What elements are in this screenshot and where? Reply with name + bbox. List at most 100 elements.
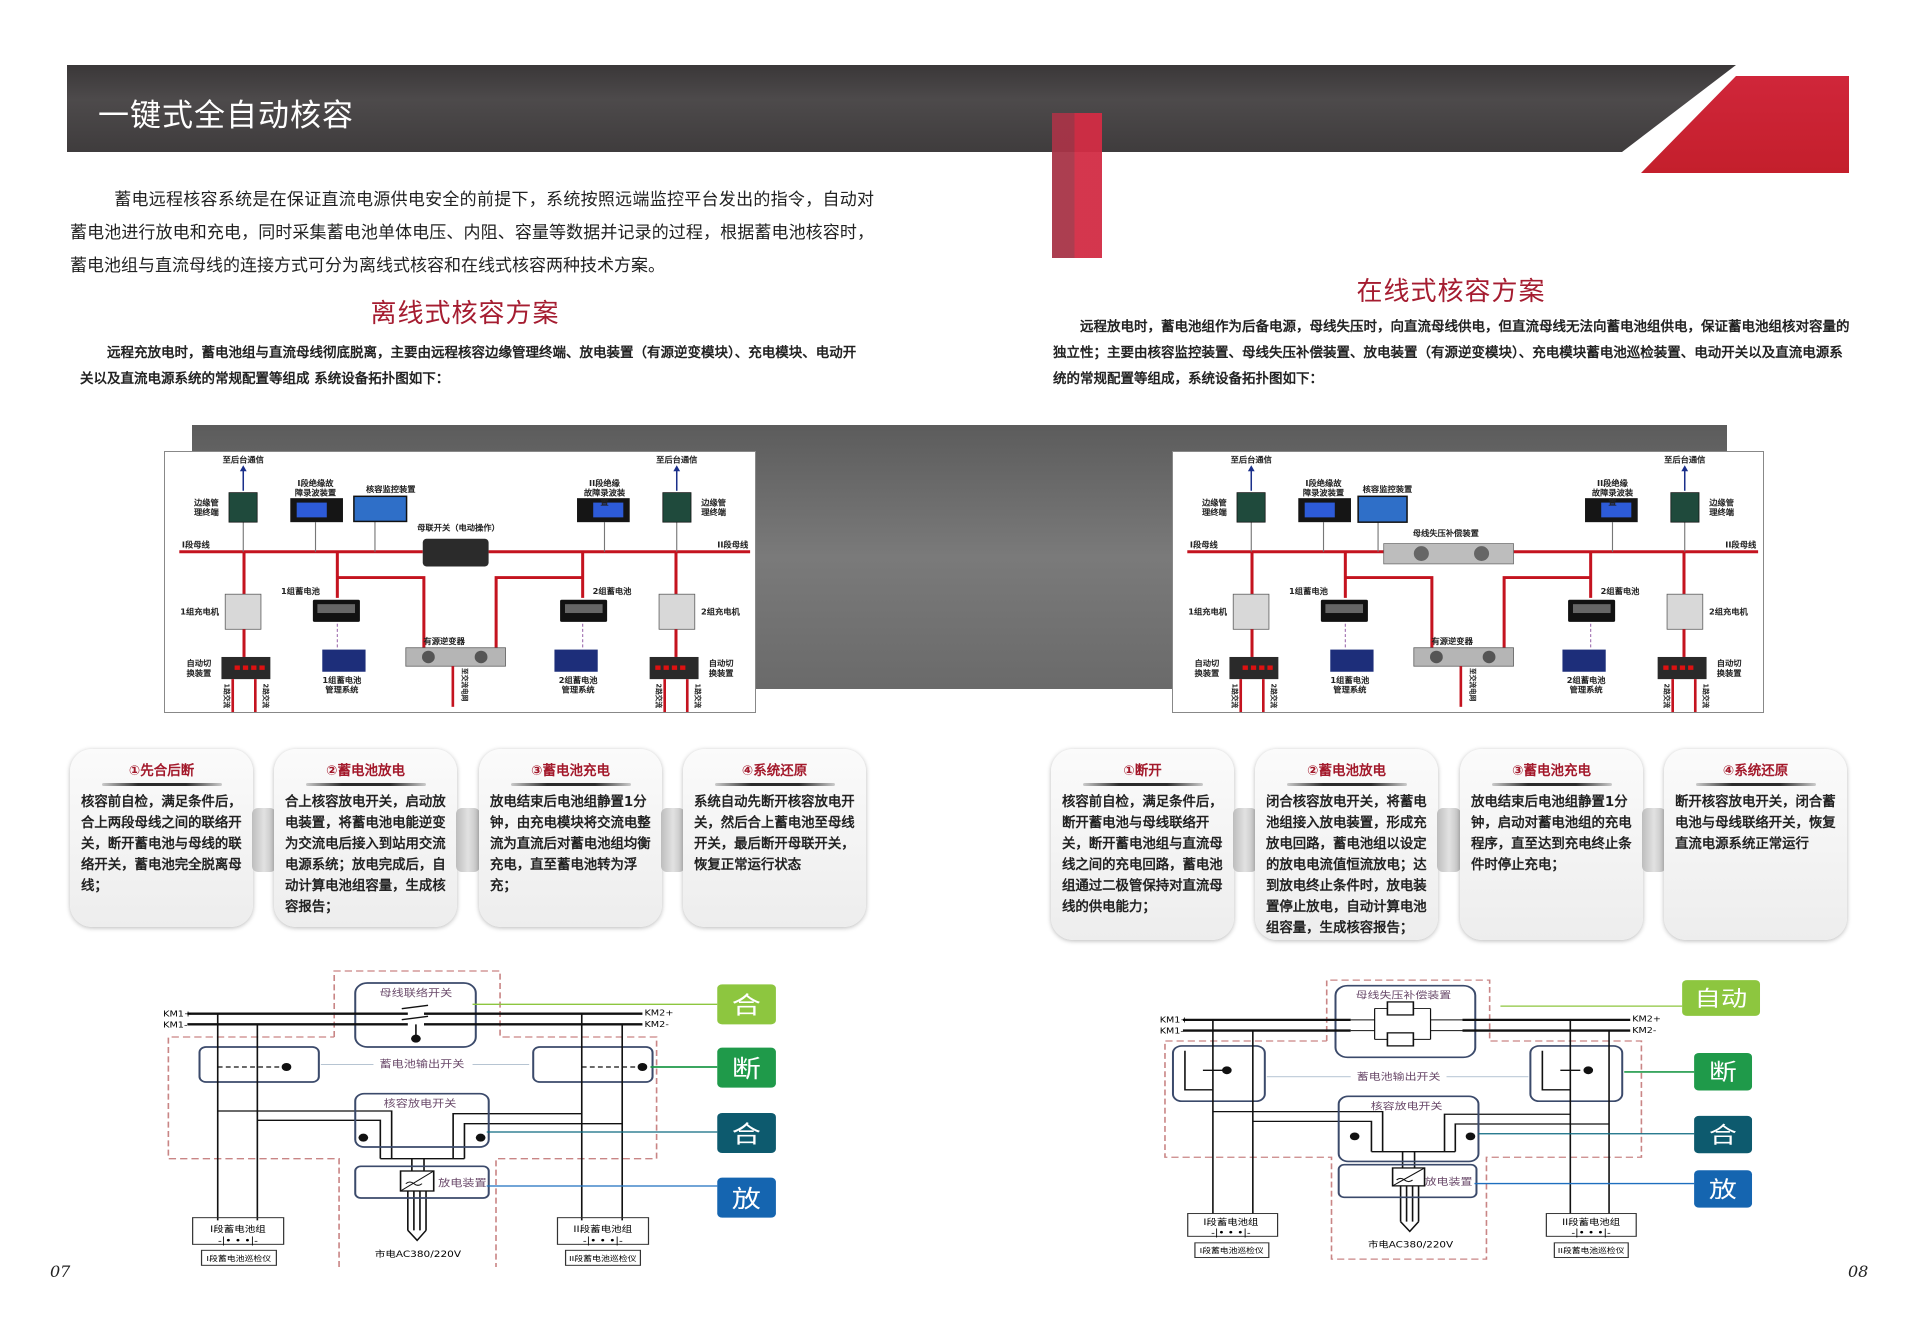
- battery-bank-2-label: II段蓄电池组: [573, 1224, 632, 1235]
- edge-terminal-label: 边缘管理终端: [193, 498, 219, 518]
- km1-plus-label: KM1+: [1160, 1016, 1189, 1025]
- online-description: 远程放电时，蓄电池组作为后备电源，母线失压时，向直流母线供电，但直流母线无法向蓄…: [1053, 319, 1850, 387]
- auto-label-button: 自动: [1682, 980, 1761, 1016]
- actuator-icon: [1222, 1066, 1232, 1075]
- ats-label-line: 换装置: [1194, 668, 1219, 678]
- ats-indicator: [1663, 665, 1669, 670]
- actuator-icon: [1465, 1132, 1476, 1141]
- discharger-label: 放电装置: [1425, 1175, 1473, 1188]
- bus-coupler-box: [354, 982, 477, 1048]
- compensator-wiring: [1374, 1007, 1432, 1040]
- bus-coupler-icon: [422, 538, 489, 567]
- backend-comm-label: 至后台通信: [1231, 454, 1272, 464]
- step-title: ③蓄电池充电: [531, 763, 610, 779]
- inspector-2: [564, 1249, 642, 1266]
- ats-indicator: [680, 665, 686, 670]
- battery-symbol: -|• • •|-: [1211, 1228, 1250, 1238]
- inspector-2-label: II段蓄电池巡检仪: [1558, 1246, 1625, 1255]
- bus-2-label: II段母线: [1725, 539, 1757, 549]
- step-title: ②蓄电池放电: [326, 763, 405, 779]
- ats-indicator: [259, 665, 265, 670]
- edge-terminal-label: 边缘管理终端: [1201, 498, 1227, 518]
- ac-input-label: 2路交流: [1270, 683, 1279, 708]
- step-title: ④系统还原: [1722, 763, 1789, 779]
- converter-icon: [1386, 1032, 1415, 1047]
- charger-icon: [224, 593, 262, 630]
- discharge-label-button: 放: [1694, 1170, 1753, 1208]
- step-body: 放电结束后电池组静置1分钟，由充电模块将交流电整流为直流后对蓄电池组均衡充电，直…: [490, 795, 651, 894]
- edge-terminal-label: 边缘管理终端: [1708, 498, 1734, 518]
- monitor-icon: [353, 495, 408, 523]
- battery-output-switch-2: [532, 1046, 654, 1083]
- discharge-feed: [1345, 576, 1434, 648]
- inverter-label: 有源逆变器: [424, 636, 466, 646]
- discharge-switch-label: 核容放电开关: [1371, 1100, 1443, 1113]
- fault-recorder-label-line: 障录波装置: [1303, 488, 1344, 498]
- fault-recorder-label: II段绝缘故障录波装置: [1592, 478, 1634, 507]
- inspector-1-label: I段蓄电池巡检仪: [1200, 1246, 1264, 1255]
- monitor-label: 核容监控装置: [1363, 484, 1413, 494]
- battery-bank-1: [192, 1217, 285, 1245]
- battery-output-switch-2: [1529, 1045, 1624, 1103]
- discharge-switch-box: [1337, 1095, 1480, 1163]
- step-title: ②蓄电池放电: [1307, 763, 1386, 779]
- ats-label-line: 自动切: [709, 658, 734, 668]
- bus-coupler-label: 母联开关（电动操作）: [417, 522, 500, 532]
- converter-icon: [1386, 1001, 1415, 1016]
- ac-input-label: 1路交流: [1230, 683, 1239, 708]
- compensator-feed: [1350, 1019, 1463, 1032]
- backend-comm-label: 至后台通信: [656, 454, 697, 464]
- online-step-card-3: ③蓄电池充电 放电结束后电池组静置1分钟，启动对蓄电池组的充电程序，直至达到充电…: [1460, 749, 1643, 940]
- edge-terminal-label-line: 边缘管: [1201, 498, 1227, 508]
- actuator-icon: [1349, 1132, 1360, 1141]
- actuator-icon: [281, 1063, 292, 1071]
- backend-comm-label: 至后台通信: [223, 454, 264, 464]
- online-step-card-1: ①断开 核容前自检，满足条件后，断开蓄电池与母线联络开关，断开蓄电池组与直流母线…: [1051, 749, 1234, 940]
- inverter-label: 有源逆变器: [1432, 636, 1474, 646]
- discharge-switch-label: 核容放电开关: [384, 1097, 457, 1110]
- feeder-lines: [1184, 1019, 1610, 1233]
- compensator-box: [1334, 984, 1477, 1059]
- charger-label: 1组充电机: [180, 607, 220, 617]
- bms-label-line: 管理系统: [325, 685, 359, 695]
- discharge-label-button: 放: [717, 1177, 776, 1218]
- ats-indicator: [1671, 665, 1677, 670]
- bms-label-line: 1组蓄电池: [1330, 675, 1370, 685]
- fault-recorder-screen: [1601, 502, 1632, 518]
- edge-terminal-icon: [228, 492, 258, 523]
- ac-input-label: 2路交流: [262, 683, 271, 708]
- open-output-label-button: 断: [717, 1047, 776, 1088]
- monitor-label: 核容监控装置: [366, 484, 416, 494]
- online-step-card-4: ④系统还原 断开核容放电开关，闭合蓄电池与母线联络开关，恢复直流电源系统正常运行: [1664, 749, 1847, 940]
- fan-icon: [1429, 650, 1443, 664]
- bus-1-label: I段母线: [182, 539, 211, 549]
- battery-symbol: -|• • •|-: [218, 1236, 258, 1246]
- offline-circuit-diagram: 母线联络开关 KM1+ KM1- KM2+ KM2- 蓄电池输出开关 核容放电开…: [163, 970, 776, 1267]
- ats-indicator: [1242, 665, 1248, 670]
- title-underline: [1491, 783, 1612, 786]
- discharge-feed: [337, 576, 426, 648]
- card-connector: [1233, 808, 1257, 872]
- fault-recorder-label-line: I段绝缘故: [297, 478, 334, 488]
- ats-indicator: [1267, 665, 1273, 670]
- button-text: 放: [1709, 1177, 1737, 1204]
- km1-minus-label: KM1-: [163, 1021, 187, 1030]
- battery-output-switch-1: [1171, 1045, 1266, 1103]
- close-coupler-label-button: 合: [717, 984, 776, 1025]
- battery-bank-2-label: II段蓄电池组: [1562, 1217, 1621, 1228]
- monitor-icon: [1357, 495, 1408, 523]
- arrow-up-icon: [1681, 465, 1689, 472]
- fault-recorder-label-line: 障录波装置: [295, 488, 336, 498]
- edge-terminal-label: 边缘管理终端: [700, 498, 726, 518]
- online-step-card-2: ②蓄电池放电 闭合核容放电开关，将蓄电池组接入放电装置，形成充放电回路，蓄电池组…: [1255, 749, 1438, 940]
- bms-label-line: 管理系统: [1333, 685, 1367, 695]
- step-title: ④系统还原: [741, 763, 808, 779]
- fault-recorder-label-line: II段绝缘: [1597, 478, 1629, 488]
- arrow-up-icon: [673, 465, 681, 472]
- battery-output-switch-1: [198, 1046, 320, 1083]
- km2-plus-label: KM2+: [1632, 1015, 1661, 1024]
- title-underline: [1695, 783, 1816, 786]
- bms-label-line: 管理系统: [1570, 685, 1604, 695]
